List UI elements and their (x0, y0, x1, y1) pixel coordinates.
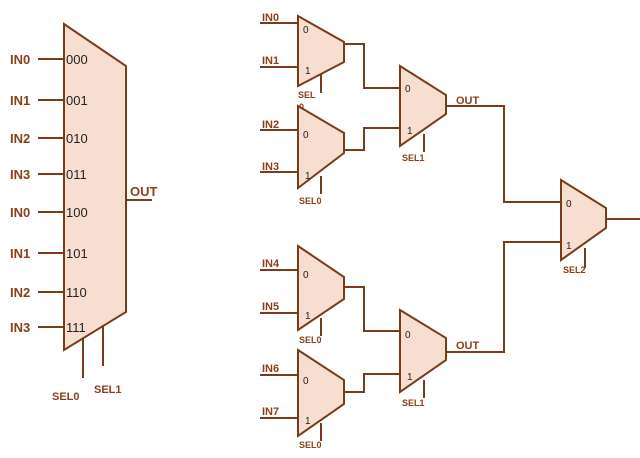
big-mux-code-7: 111 (66, 320, 86, 335)
mux-a: IN0 IN1 0 1 SEL 0 (260, 12, 345, 112)
mux-b-sel-label: SEL0 (299, 196, 322, 206)
mux-c-index-0: 0 (303, 270, 309, 281)
wire-mux-d-to-mux-f (344, 373, 400, 393)
mux-a-sel-label: SEL (298, 90, 316, 100)
mux-g: 0 1 SEL2 (560, 178, 640, 275)
mux-b: IN2 IN3 0 1 SEL0 (260, 104, 345, 206)
mux-c-index-1: 1 (305, 311, 311, 322)
mux-d-index-0: 0 (303, 376, 309, 387)
mux-d-index-1: 1 (305, 416, 311, 427)
mux-f-index-1: 1 (407, 372, 413, 383)
mux-a-index-1: 1 (305, 66, 311, 77)
mux-g-sel-label: SEL2 (563, 265, 586, 275)
wire-mux-a-to-mux-e (344, 43, 400, 89)
mux-d-sel-label: SEL0 (299, 440, 322, 450)
big-mux-code-0: 000 (66, 52, 88, 67)
mux-a-body (297, 14, 345, 88)
mux-b-body (297, 104, 345, 191)
big-mux-body (63, 22, 127, 352)
big-mux-code-5: 101 (66, 246, 88, 261)
mux-e-index-0: 0 (405, 84, 411, 95)
big-mux-input-name-2: IN2 (10, 131, 30, 146)
mux-g-index-0: 0 (566, 199, 572, 210)
mux-c-sel-label: SEL0 (299, 335, 322, 345)
big-mux-code-6: 110 (66, 285, 87, 300)
mux-g-body (560, 178, 607, 262)
big-mux-input-name-1: IN1 (10, 93, 30, 108)
mux-c-body (297, 244, 345, 332)
mux-b-index-1: 1 (305, 171, 311, 182)
big-mux-output-label: OUT (130, 184, 158, 199)
mux-b-index-0: 0 (303, 130, 309, 141)
big-mux-input-name-4: IN0 (10, 205, 30, 220)
mux-f: 0 1 SEL1 OUT (399, 308, 480, 408)
big-mux-sel1-label: SEL1 (94, 384, 122, 396)
big-mux-input-name-5: IN1 (10, 246, 30, 261)
wire-mux-b-to-mux-e (344, 127, 400, 151)
mux-f-out-label: OUT (456, 340, 480, 352)
big-mux-input-name-6: IN2 (10, 285, 30, 300)
big-mux-code-2: 010 (66, 131, 88, 146)
mux-f-body (399, 308, 447, 394)
big-mux-input-name-0: IN0 (10, 52, 30, 67)
big-mux-code-1: 001 (66, 93, 88, 108)
big-mux-code-4: 100 (66, 205, 88, 220)
mux-g-index-1: 1 (566, 241, 572, 252)
big-mux-input-name-7: IN3 (10, 320, 30, 335)
big-mux-code-3: 011 (66, 167, 87, 182)
mux-a-in-bottom-label: IN1 (262, 55, 279, 67)
mux-a-in-top-label: IN0 (262, 12, 279, 24)
wire-mux-e-to-mux-g (446, 105, 561, 203)
mux-c: IN4 IN5 0 1 SEL0 (260, 244, 345, 345)
wire-mux-f-to-mux-g (446, 241, 561, 353)
mux-c-in-top-label: IN4 (262, 258, 280, 270)
mux-d: IN6 IN7 0 1 SEL0 (260, 348, 345, 450)
mux-f-index-0: 0 (405, 330, 411, 341)
mux-d-in-bottom-label: IN7 (262, 406, 279, 418)
mux-d-body (297, 348, 345, 438)
mux-b-in-top-label: IN2 (262, 119, 279, 131)
mux-e: 0 1 SEL1 OUT (399, 64, 480, 163)
big-mux: IN0 IN1 IN2 IN3 IN0 IN1 IN2 IN3 000 001 … (10, 22, 158, 403)
wire-mux-c-to-mux-f (344, 286, 400, 332)
mux-b-in-bottom-label: IN3 (262, 161, 279, 173)
mux-e-out-label: OUT (456, 95, 480, 107)
mux-e-body (399, 64, 447, 148)
big-mux-sel0-label: SEL0 (52, 391, 80, 403)
big-mux-input-name-3: IN3 (10, 167, 30, 182)
mux-d-in-top-label: IN6 (262, 363, 279, 375)
mux-c-in-bottom-label: IN5 (262, 301, 279, 313)
mux-a-index-0: 0 (303, 25, 309, 36)
mux-e-sel-label: SEL1 (402, 153, 425, 163)
mux-e-index-1: 1 (407, 126, 413, 137)
mux-f-sel-label: SEL1 (402, 398, 425, 408)
